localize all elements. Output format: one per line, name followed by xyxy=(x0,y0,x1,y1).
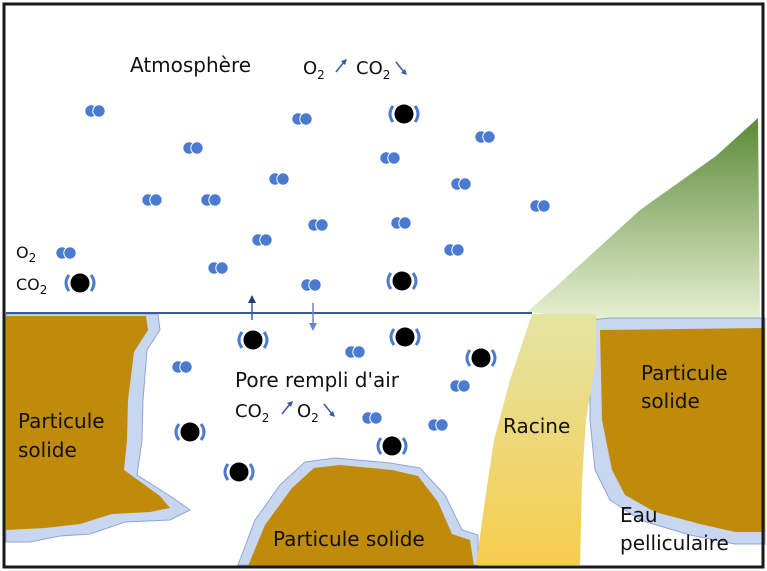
label-pore: Pore rempli d'air xyxy=(235,368,400,392)
o2-molecule-icon xyxy=(200,193,222,207)
particle-left xyxy=(6,316,170,530)
svg-text:CO2: CO2 xyxy=(16,275,47,297)
label-particle-right-2: solide xyxy=(641,389,700,413)
o2-molecule-icon xyxy=(427,418,449,432)
co2-molecule-icon xyxy=(389,327,421,347)
arrow-up-right-icon xyxy=(335,59,347,73)
svg-text:O2: O2 xyxy=(297,401,319,425)
co2-molecule-icon xyxy=(386,271,418,291)
o2-molecule-icon xyxy=(55,246,77,260)
particle-bottom xyxy=(248,465,474,566)
o2-molecule-icon xyxy=(84,104,106,118)
o2-molecule-icon xyxy=(361,411,383,425)
label-particle-bottom: Particule solide xyxy=(273,527,425,551)
o2-molecule-icon xyxy=(307,218,329,232)
co2-molecule-icon xyxy=(376,436,408,456)
svg-text:CO2: CO2 xyxy=(235,401,269,425)
legend: O2 CO2 xyxy=(16,243,47,297)
o2-molecule-icon xyxy=(300,278,322,292)
o2-molecules xyxy=(55,104,551,432)
o2-molecule-icon xyxy=(529,199,551,213)
co2-molecules xyxy=(64,104,497,482)
root xyxy=(476,314,596,565)
co2-molecule-icon xyxy=(388,104,420,124)
diffusion-arrow-up xyxy=(248,295,256,320)
label-atmosphere: Atmosphère xyxy=(130,53,251,77)
formula-pore: CO2 O2 xyxy=(235,401,335,425)
svg-text:CO2: CO2 xyxy=(356,58,390,82)
label-root: Racine xyxy=(503,414,570,438)
label-particle-left-1: Particule xyxy=(18,409,105,433)
o2-molecule-icon xyxy=(291,112,313,126)
co2-molecule-icon xyxy=(237,330,269,350)
label-particle-left-2: solide xyxy=(18,438,77,462)
plant-shoot xyxy=(527,118,760,320)
o2-molecule-icon xyxy=(207,261,229,275)
svg-text:O2: O2 xyxy=(16,243,36,265)
label-particle-right-1: Particule xyxy=(641,361,728,385)
co2-molecule-icon xyxy=(223,462,255,482)
diffusion-arrow-down xyxy=(309,303,317,331)
o2-molecule-icon xyxy=(379,151,401,165)
co2-molecule-icon xyxy=(64,273,96,293)
arrow-up-right-icon xyxy=(281,401,293,415)
o2-molecule-icon xyxy=(171,360,193,374)
o2-molecule-icon xyxy=(474,130,496,144)
svg-text:O2: O2 xyxy=(303,58,325,82)
o2-molecule-icon xyxy=(390,216,412,230)
o2-molecule-icon xyxy=(141,193,163,207)
co2-molecule-icon xyxy=(465,348,497,368)
o2-molecule-icon xyxy=(251,233,273,247)
arrow-down-right-icon xyxy=(395,61,407,75)
particle-right xyxy=(600,328,765,532)
co2-molecule-icon xyxy=(174,422,206,442)
o2-molecule-icon xyxy=(268,172,290,186)
o2-molecule-icon xyxy=(449,379,471,393)
o2-molecule-icon xyxy=(443,243,465,257)
label-water-1: Eau xyxy=(620,503,658,527)
o2-molecule-icon xyxy=(182,141,204,155)
soil-particles xyxy=(6,316,765,566)
arrow-down-right-icon xyxy=(323,403,335,417)
label-water-2: pelliculaire xyxy=(620,531,729,555)
o2-molecule-icon xyxy=(450,177,472,191)
o2-molecule-icon xyxy=(344,345,366,359)
formula-top: O2 CO2 xyxy=(303,58,407,82)
